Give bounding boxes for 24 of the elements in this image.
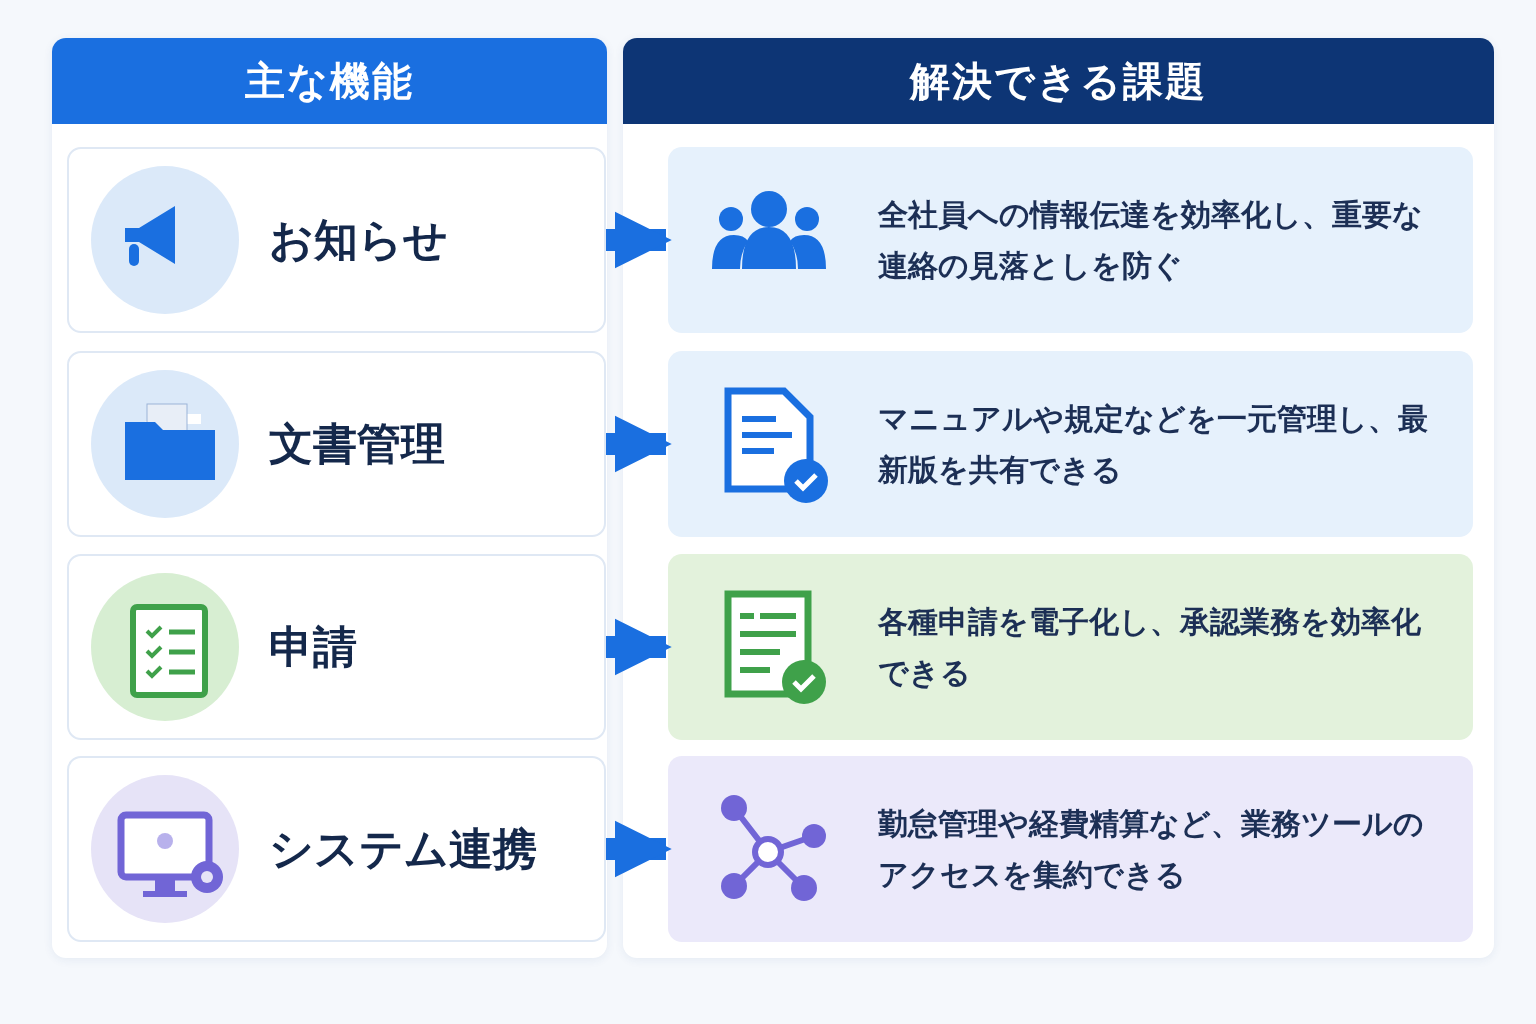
- benefit-text: マニュアルや規定などを一元管理し、最新版を共有できる: [878, 400, 1429, 489]
- benefit-card: [668, 147, 1473, 333]
- arrow: [606, 415, 672, 473]
- column-header: 解決できる課題: [623, 38, 1494, 124]
- arrow: [606, 820, 672, 878]
- benefit-text: 各種申請を電子化し、承認業務を効率化できる: [878, 603, 1422, 692]
- benefit-card: [668, 756, 1473, 942]
- feature-title: 申請: [269, 619, 357, 674]
- arrow: [606, 618, 672, 676]
- benefit-card: [668, 351, 1473, 537]
- benefit-text: 勤怠管理や経費精算など、業務ツールのアクセスを集約できる: [878, 805, 1425, 894]
- feature-card: [67, 351, 606, 537]
- feature-card: [67, 756, 606, 942]
- feature-title: お知らせ: [269, 212, 448, 267]
- column-header: 主な機能: [52, 38, 607, 124]
- feature-card: [67, 147, 606, 333]
- benefit-text: 全社員への情報伝達を効率化し、重要な連絡の見落としを防ぐ: [878, 196, 1424, 285]
- feature-card: [67, 554, 606, 740]
- column-panel: [623, 38, 1494, 958]
- column-panel: [52, 38, 607, 958]
- feature-title: 文書管理: [269, 416, 445, 471]
- feature-title: システム連携: [269, 821, 537, 876]
- benefit-card: [668, 554, 1473, 740]
- arrow: [606, 211, 672, 269]
